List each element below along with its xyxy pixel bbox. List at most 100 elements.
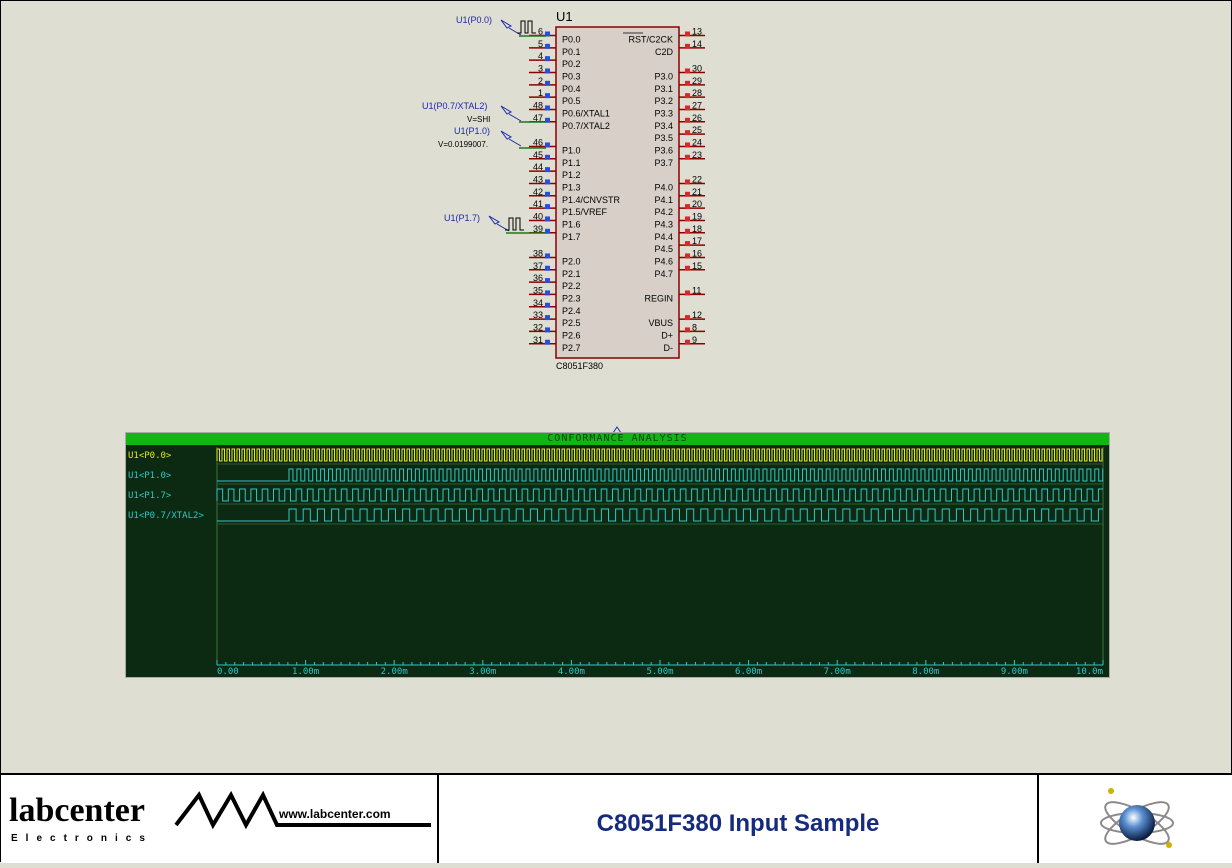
svg-text:15: 15: [692, 261, 702, 271]
svg-text:9: 9: [692, 335, 697, 345]
pin-4[interactable]: 4P0.2: [529, 51, 581, 69]
svg-text:31: 31: [533, 335, 543, 345]
svg-text:32: 32: [533, 322, 543, 332]
svg-text:D-: D-: [664, 343, 674, 353]
svg-text:42: 42: [533, 187, 543, 197]
pin-3[interactable]: 3P0.3: [529, 63, 581, 81]
svg-text:40: 40: [533, 211, 543, 221]
svg-text:P0.3: P0.3: [562, 71, 581, 81]
x-tick-label: 6.00m: [735, 667, 762, 677]
svg-text:U1(P1.7): U1(P1.7): [444, 213, 480, 223]
pin-9[interactable]: 9D-: [664, 335, 706, 353]
probe-p07[interactable]: U1(P0.7/XTAL2)V=SHI: [422, 101, 546, 124]
pin-2[interactable]: 2P0.4: [529, 76, 581, 94]
x-tick-label: 10.0m: [1076, 667, 1103, 677]
graph-anchor-icon: [612, 426, 622, 434]
svg-text:20: 20: [692, 199, 702, 209]
pin-1[interactable]: 1P0.5: [529, 88, 581, 106]
svg-text:P3.7: P3.7: [654, 158, 673, 168]
svg-text:P3.1: P3.1: [654, 84, 673, 94]
svg-text:P3.0: P3.0: [654, 71, 673, 81]
conformance-analysis-graph[interactable]: CONFORMANCE ANALYSIS U1<P0.0>U1<P1.0>U1<…: [125, 432, 1110, 678]
schematic-canvas[interactable]: U1C8051F3806P0.05P0.14P0.23P0.32P0.41P0.…: [1, 1, 1232, 773]
trace-waveform: [216, 448, 1103, 462]
svg-text:P4.3: P4.3: [654, 219, 673, 229]
svg-text:P2.6: P2.6: [562, 330, 581, 340]
title-block: labcenter www.labcenter.com Electronics …: [1, 773, 1232, 863]
svg-text:1: 1: [538, 88, 543, 98]
svg-text:36: 36: [533, 273, 543, 283]
pin-8[interactable]: 8D+: [661, 322, 705, 340]
svg-text:34: 34: [533, 298, 543, 308]
svg-text:48: 48: [533, 100, 543, 110]
svg-text:P0.4: P0.4: [562, 84, 581, 94]
svg-text:P1.5/VREF: P1.5/VREF: [562, 207, 608, 217]
svg-text:P1.3: P1.3: [562, 182, 581, 192]
svg-text:37: 37: [533, 261, 543, 271]
svg-text:17: 17: [692, 236, 702, 246]
svg-text:45: 45: [533, 150, 543, 160]
x-tick-label: 7.00m: [824, 667, 851, 677]
svg-text:P1.2: P1.2: [562, 170, 581, 180]
drawing-title-cell: C8051F380 Input Sample: [439, 775, 1039, 863]
ic-body[interactable]: [555, 26, 680, 359]
svg-text:28: 28: [692, 88, 702, 98]
pin-5[interactable]: 5P0.1: [529, 39, 581, 57]
atom-emblem-icon: [1039, 775, 1232, 863]
svg-text:RST/C2CK: RST/C2CK: [628, 35, 673, 45]
svg-text:P1.7: P1.7: [562, 232, 581, 242]
probe-p00[interactable]: U1(P0.0): [456, 15, 546, 37]
trace-label: U1<P1.7>: [128, 491, 172, 501]
svg-text:2: 2: [538, 76, 543, 86]
svg-text:47: 47: [533, 113, 543, 123]
probe-p10[interactable]: U1(P1.0)V=0.0199007.: [438, 126, 546, 149]
probe-p17[interactable]: U1(P1.7): [444, 213, 546, 234]
svg-text:P2.1: P2.1: [562, 269, 581, 279]
svg-text:24: 24: [692, 137, 702, 147]
svg-text:P3.4: P3.4: [654, 121, 673, 131]
labcenter-logo: labcenter www.labcenter.com Electronics: [1, 775, 439, 863]
svg-text:U1(P1.0): U1(P1.0): [454, 126, 490, 136]
svg-text:39: 39: [533, 224, 543, 234]
svg-text:19: 19: [692, 211, 702, 221]
svg-text:43: 43: [533, 174, 543, 184]
svg-text:P4.7: P4.7: [654, 269, 673, 279]
component-ref: U1: [556, 9, 573, 24]
